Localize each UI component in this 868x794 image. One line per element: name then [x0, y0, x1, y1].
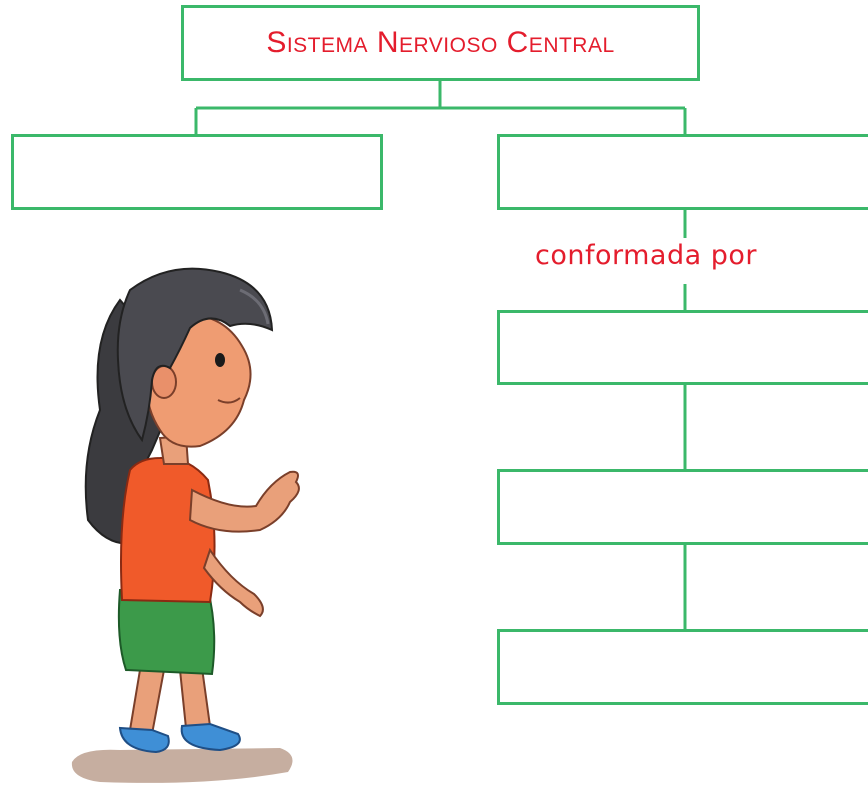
eye: [215, 353, 225, 367]
mouth: [217, 397, 241, 404]
title-box: Sistema Nervioso Central: [181, 5, 700, 81]
ground-shadow: [71, 748, 293, 783]
connector-label: conformada por: [535, 240, 835, 271]
left-leg: [128, 669, 166, 736]
arm: [188, 470, 300, 533]
connector-label-text: conformada por: [535, 240, 757, 271]
girl-illustration: [71, 267, 300, 783]
hair-front: [116, 267, 274, 443]
right-shoe: [180, 722, 241, 752]
right-leg: [178, 666, 212, 730]
left-branch-box[interactable]: [11, 134, 383, 210]
component-box-2[interactable]: [497, 469, 868, 545]
component-box-1[interactable]: [497, 310, 868, 385]
shorts: [117, 589, 216, 676]
left-shoe: [118, 726, 170, 754]
lower-arm: [202, 547, 264, 618]
shirt: [120, 456, 216, 604]
component-box-3[interactable]: [497, 629, 868, 705]
hair-strand: [239, 288, 270, 325]
title-text: Sistema Nervioso Central: [266, 26, 615, 59]
right-branch-box[interactable]: [497, 134, 868, 210]
